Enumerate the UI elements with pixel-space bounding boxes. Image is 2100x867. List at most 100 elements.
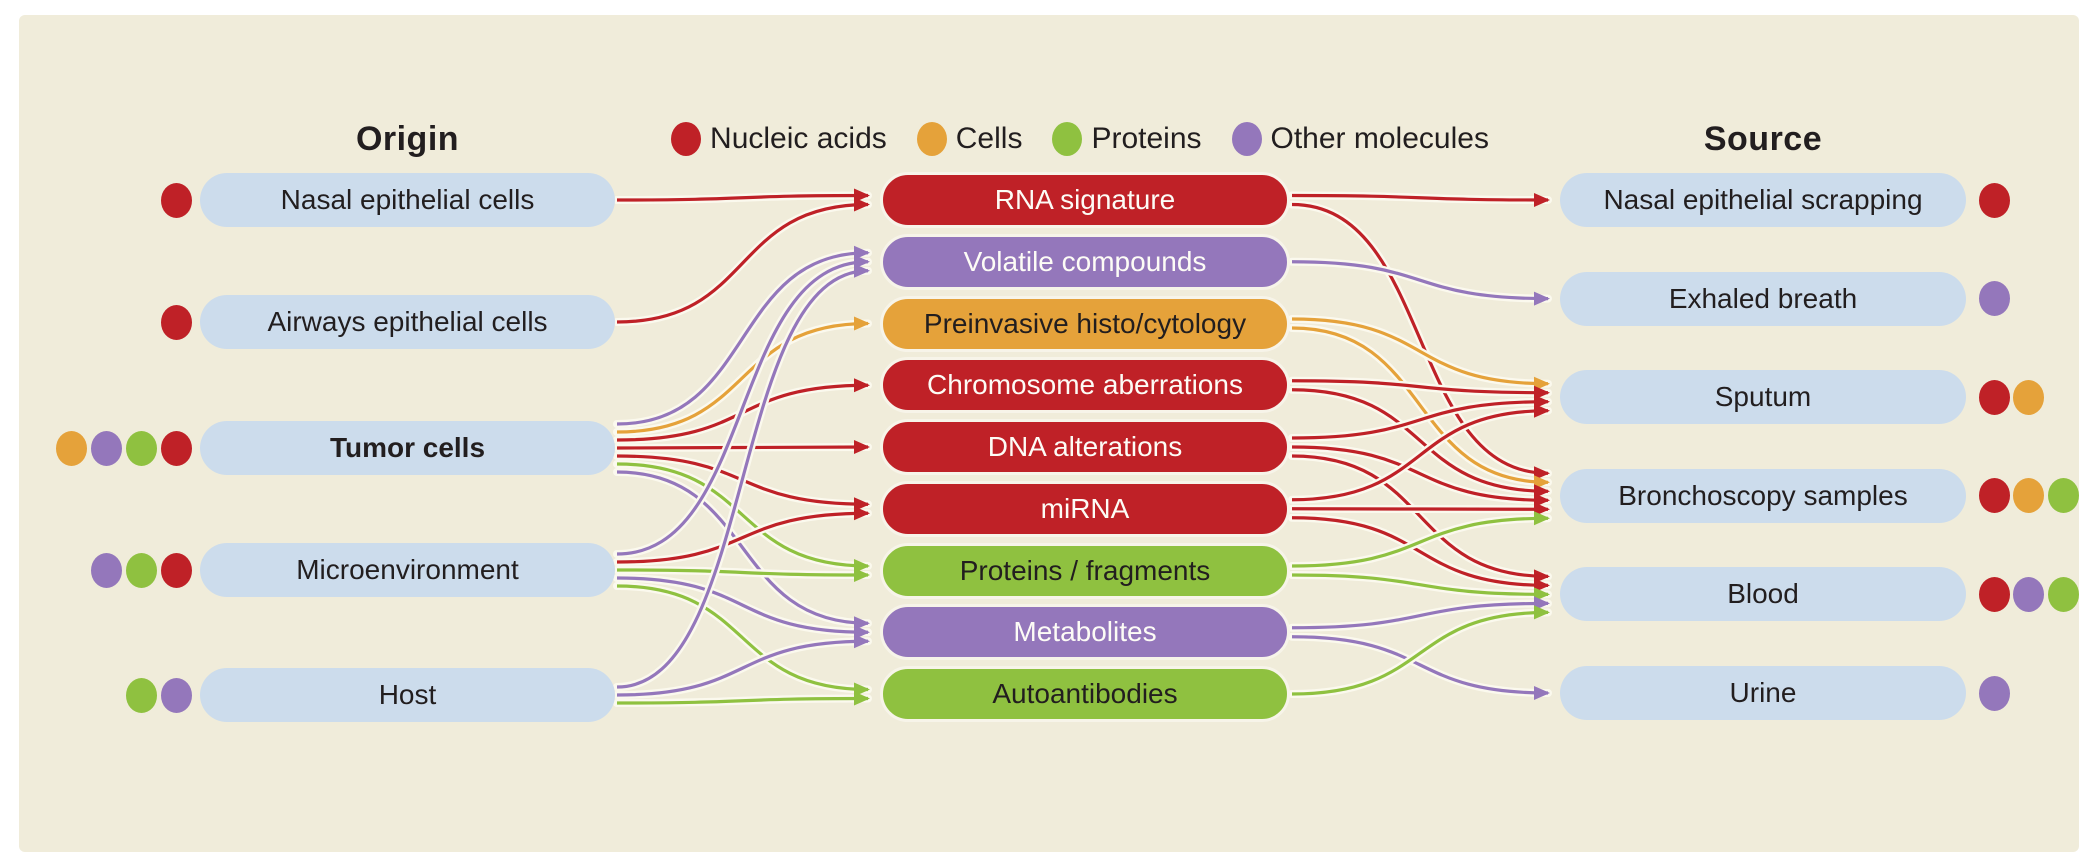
legend-item-cells: Cells xyxy=(916,122,1023,156)
tumor-cells-dot-nucleic-icon xyxy=(160,430,192,466)
origin-node-microenvironment: Microenvironment xyxy=(200,543,615,597)
connection-rna-signature-to-bronchoscopy-samples xyxy=(1291,202,1550,481)
origin-node-tumor-cells: Tumor cells xyxy=(200,421,615,475)
biomarker-node-label: Autoantibodies xyxy=(992,678,1178,709)
connection-host-to-autoantibodies xyxy=(616,691,870,706)
source-node-label: Urine xyxy=(1729,677,1797,708)
connection-proteins-fragments-to-blood xyxy=(1291,573,1550,602)
origin-node-label: Nasal epithelial cells xyxy=(280,184,535,215)
source-column-header: Source xyxy=(1703,120,1823,158)
connection-microenvironment-to-metabolites xyxy=(616,576,870,640)
connection-tumor-cells-to-dna-alterations xyxy=(616,440,870,455)
connection-dna-alterations-to-blood xyxy=(1291,454,1550,584)
origin-node-label: Tumor cells xyxy=(329,432,486,463)
airways-epithelial-cells-dot-nucleic-icon xyxy=(160,304,192,340)
legend-label: Proteins xyxy=(1091,122,1202,155)
biomarker-node-rna-signature: RNA signature xyxy=(880,172,1290,228)
biomarker-node-label: Proteins / fragments xyxy=(959,554,1211,586)
biomarker-node-autoantibodies: Autoantibodies xyxy=(880,666,1290,722)
connection-preinvasive-histo-cytology-to-bronchoscopy-samples xyxy=(1291,326,1550,490)
origin-node-label: Airways epithelial cells xyxy=(267,306,548,337)
bronchoscopy-samples-dot-nucleic-icon xyxy=(1978,478,2010,514)
microenvironment-dot-nucleic-icon xyxy=(160,552,192,588)
legend-other-swatch-icon xyxy=(1231,122,1262,156)
legend-label: Other molecules xyxy=(1270,122,1489,155)
legend-cells-swatch-icon xyxy=(916,122,947,156)
biomarker-node-label: Preinvasive histo/cytology xyxy=(923,307,1247,339)
connection-microenvironment-to-autoantibodies xyxy=(616,584,870,697)
biomarker-node-label: miRNA xyxy=(1040,492,1130,524)
biomarker-node-metabolites: Metabolites xyxy=(880,604,1290,661)
biomarker-node-label: Volatile compounds xyxy=(963,245,1207,277)
legend-label: Cells xyxy=(955,122,1023,155)
host-dot-proteins-icon xyxy=(125,677,157,713)
biomarker-node-volatile-compounds: Volatile compounds xyxy=(880,233,1290,290)
connection-metabolites-to-urine xyxy=(1291,635,1550,700)
connection-preinvasive-histo-cytology-to-sputum xyxy=(1291,317,1550,391)
sputum-dot-cells-icon xyxy=(2013,379,2044,415)
connection-dna-alterations-to-sputum xyxy=(1291,394,1550,440)
tumor-cells-dot-proteins-icon xyxy=(125,430,157,466)
sputum-dot-nucleic-icon xyxy=(1978,379,2010,415)
nasal-epithelial-cells-dot-nucleic-icon xyxy=(160,182,192,218)
connection-tumor-cells-to-preinvasive-histo-cytology xyxy=(616,316,870,434)
connection-autoantibodies-to-blood xyxy=(1291,605,1550,696)
connection-tumor-cells-to-metabolites xyxy=(616,470,870,631)
connection-chromosome-aberrations-to-sputum xyxy=(1291,379,1550,400)
connection-mirna-to-blood xyxy=(1291,516,1550,593)
microenvironment-dot-proteins-icon xyxy=(125,552,157,588)
legend-nucleic-swatch-icon xyxy=(671,122,702,156)
biomarker-node-label: RNA signature xyxy=(994,184,1176,215)
source-node-sputum: Sputum xyxy=(1560,370,1966,425)
connection-tumor-cells-to-volatile-compounds xyxy=(616,245,870,426)
microenvironment-dot-other-icon xyxy=(90,552,122,588)
connection-nasal-epithelial-cells-to-rna-signature xyxy=(616,188,870,203)
biomarker-node-label: Chromosome aberrations xyxy=(927,369,1243,401)
source-node-label: Exhaled breath xyxy=(1668,282,1858,314)
bronchoscopy-samples-dot-cells-icon xyxy=(2013,478,2044,514)
biomarker-node-label: Metabolites xyxy=(1013,616,1157,648)
exhaled-breath-dot-other-icon xyxy=(1978,281,2010,317)
source-node-urine: Urine xyxy=(1560,666,1966,720)
source-node-nasal-epithelial-scrapping: Nasal epithelial scrapping xyxy=(1560,173,1966,227)
connection-microenvironment-to-mirna xyxy=(616,506,870,564)
legend-proteins-swatch-icon xyxy=(1052,122,1083,156)
origin-node-label: Host xyxy=(378,679,437,710)
source-node-bronchoscopy-samples: Bronchoscopy samples xyxy=(1560,468,1966,523)
connection-volatile-compounds-to-exhaled-breath xyxy=(1291,260,1550,306)
source-node-label: Nasal epithelial scrapping xyxy=(1603,184,1923,215)
connection-metabolites-to-blood xyxy=(1291,596,1550,630)
urine-dot-other-icon xyxy=(1978,675,2010,711)
origin-node-label: Microenvironment xyxy=(296,554,519,585)
connection-host-to-metabolites xyxy=(616,634,870,697)
nasal-epithelial-scrapping-dot-nucleic-icon xyxy=(1978,182,2010,218)
connection-host-to-volatile-compounds xyxy=(616,263,870,689)
connection-rna-signature-to-nasal-epithelial-scrapping xyxy=(1291,192,1550,207)
connection-microenvironment-to-volatile-compounds xyxy=(616,254,870,556)
connection-mirna-to-sputum xyxy=(1291,403,1550,502)
bronchoscopy-samples-dot-proteins-icon xyxy=(2047,478,2079,514)
source-node-label: Sputum xyxy=(1714,381,1812,413)
source-node-label: Bronchoscopy samples xyxy=(1618,479,1908,511)
connection-mirna-to-bronchoscopy-samples xyxy=(1291,502,1550,517)
connection-airways-epithelial-cells-to-rna-signature xyxy=(616,197,870,324)
origin-column-header: Origin xyxy=(355,120,460,158)
blood-dot-other-icon xyxy=(2013,576,2044,612)
legend-item-other: Other molecules xyxy=(1231,122,1489,156)
host-dot-other-icon xyxy=(160,677,192,713)
biomarker-node-chromosome-aberrations: Chromosome aberrations xyxy=(880,357,1290,414)
blood-dot-nucleic-icon xyxy=(1978,576,2010,612)
origin-node-airways-epithelial-cells: Airways epithelial cells xyxy=(200,295,615,349)
legend-item-nucleic: Nucleic acids xyxy=(671,122,887,156)
tumor-cells-dot-other-icon xyxy=(90,430,122,466)
biomarker-node-preinvasive-histo-cytology: Preinvasive histo/cytology xyxy=(880,295,1290,352)
connection-tumor-cells-to-proteins-fragments xyxy=(616,462,870,573)
origin-node-host: Host xyxy=(200,668,615,722)
origin-node-nasal-epithelial-cells: Nasal epithelial cells xyxy=(200,173,615,227)
biomarker-node-mirna: miRNA xyxy=(880,480,1290,537)
legend-label: Nucleic acids xyxy=(710,122,887,155)
connection-proteins-fragments-to-bronchoscopy-samples xyxy=(1291,511,1550,568)
biomarker-node-proteins-fragments: Proteins / fragments xyxy=(880,542,1290,599)
